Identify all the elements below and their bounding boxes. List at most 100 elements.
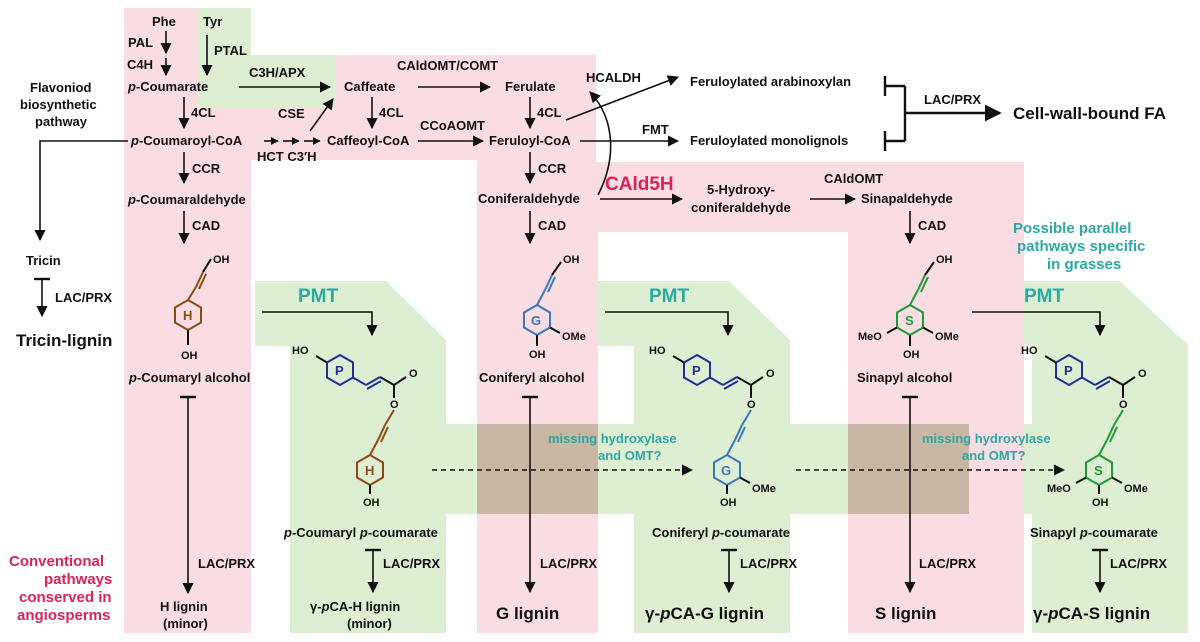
- label-sinapyl-alcohol: Sinapyl alcohol: [857, 370, 952, 385]
- atom-oh-1: OH: [213, 254, 230, 266]
- label-pmt-1: PMT: [298, 286, 339, 307]
- pink-region: [124, 8, 1024, 633]
- ring-p-3: P: [1064, 363, 1073, 378]
- lignin-products: LAC/PRX H lignin (minor) LAC/PRX γ-pCA-H…: [160, 395, 1167, 631]
- label-hct-c3h: HCT C3′H: [257, 149, 316, 164]
- label-ptal: PTAL: [214, 43, 247, 58]
- ring-h: H: [183, 308, 192, 323]
- atom-ho-3: HO: [1021, 345, 1038, 357]
- label-4cl-2: 4CL: [379, 105, 404, 120]
- label-conventional-1: Conventional: [9, 553, 104, 570]
- structure-coniferyl-p-coumarate: [672, 353, 764, 494]
- label-conventional-4: angiosperms: [17, 607, 110, 624]
- label-gpca-s-lignin: γ-pCA-S lignin: [1033, 604, 1150, 623]
- label-coniferaldehyde-2: coniferaldehyde: [691, 200, 791, 215]
- label-h-minor: (minor): [163, 616, 208, 631]
- label-feruloylated-arabinoxylan: Feruloylated arabinoxylan: [690, 74, 851, 89]
- label-p-coumaryl-alcohol: p-Coumaryl alcohol: [128, 370, 250, 385]
- label-lac-prx-pcag: LAC/PRX: [740, 556, 797, 571]
- label-pmt-2: PMT: [649, 286, 690, 307]
- label-ccr-2: CCR: [538, 161, 567, 176]
- ring-h-2: H: [365, 463, 374, 478]
- label-coniferyl-alcohol: Coniferyl alcohol: [479, 370, 584, 385]
- atom-oh-7: OH: [363, 497, 380, 509]
- label-sinapyl-p-coumarate: Sinapyl p-coumarate: [1030, 525, 1158, 540]
- label-flavonoid-3: pathway: [35, 114, 88, 129]
- structure-p-coumaryl-p-coumarate: [315, 353, 407, 494]
- label-5-hydroxy: 5-Hydroxy-: [707, 182, 775, 197]
- label-hcaldh: HCALDH: [586, 70, 641, 85]
- label-caffeate: Caffeate: [344, 79, 395, 94]
- atom-ome-1: OMe: [562, 331, 586, 343]
- label-h-lignin: H lignin: [160, 599, 208, 614]
- atom-o-6: O: [1119, 399, 1128, 411]
- label-p-coumaraldehyde: p-Coumaraldehyde: [127, 192, 246, 207]
- label-missing-1-b: and OMT?: [598, 448, 662, 463]
- label-parallel-3: in grasses: [1047, 256, 1121, 273]
- ring-g: G: [531, 313, 541, 328]
- atom-ome-3: OMe: [752, 483, 776, 495]
- missing-steps: missing hydroxylase and OMT? missing hyd…: [432, 220, 1145, 476]
- ring-p-2: P: [692, 363, 701, 378]
- pmt-arrows: PMT PMT PMT: [262, 286, 1106, 337]
- label-feruloylated-monolignols: Feruloylated monolignols: [690, 133, 848, 148]
- label-gpca-g-lignin: γ-pCA-G lignin: [645, 604, 764, 623]
- overlap-g: [477, 424, 598, 514]
- atom-meo-2: MeO: [1047, 483, 1071, 495]
- label-cse: CSE: [278, 106, 305, 121]
- atom-ho-1: HO: [292, 345, 309, 357]
- atom-oh-3: OH: [563, 254, 580, 266]
- atom-oh-2: OH: [181, 350, 198, 362]
- label-ferulate: Ferulate: [505, 79, 556, 94]
- structure-sinapyl-alcohol: [886, 261, 935, 346]
- label-flavonoid-1: Flavoniod: [30, 80, 91, 95]
- ring-s: S: [905, 313, 914, 328]
- label-sinapaldehyde: Sinapaldehyde: [861, 191, 953, 206]
- label-pal: PAL: [128, 35, 153, 50]
- label-4cl-1: 4CL: [191, 105, 216, 120]
- label-phe: Phe: [152, 14, 176, 29]
- overlap-s: [848, 424, 969, 514]
- label-cad-1: CAD: [192, 218, 220, 233]
- atom-meo-1: MeO: [858, 331, 882, 343]
- atom-oh-9: OH: [1092, 497, 1109, 509]
- label-lac-prx-tricin: LAC/PRX: [55, 290, 112, 305]
- label-caldomt-comt: CAldOMT/COMT: [397, 58, 498, 73]
- tricin-branch: Flavoniod biosynthetic pathway Tricin LA…: [16, 80, 128, 350]
- label-ccr-1: CCR: [192, 161, 221, 176]
- label-caldomt: CAldOMT: [824, 171, 883, 186]
- label-lac-prx-fa: LAC/PRX: [924, 92, 981, 107]
- label-coniferaldehyde: Coniferaldehyde: [478, 191, 580, 206]
- atom-o-3: O: [766, 368, 775, 380]
- structure-sinapyl-p-coumarate: [1044, 353, 1136, 494]
- atom-o-5: O: [1138, 368, 1147, 380]
- label-tyr: Tyr: [203, 14, 222, 29]
- label-missing-2-a: missing hydroxylase: [922, 431, 1051, 446]
- label-caffeoyl-coa: Caffeoyl-CoA: [327, 133, 410, 148]
- label-4cl-3: 4CL: [537, 105, 562, 120]
- label-lac-prx-s: LAC/PRX: [919, 556, 976, 571]
- atom-ome-4: OMe: [1124, 483, 1148, 495]
- label-gpca-h-lignin: γ-pCA-H lignin: [310, 599, 400, 614]
- label-coniferyl-p-coumarate: Coniferyl p-coumarate: [652, 525, 790, 540]
- label-tricin: Tricin: [26, 253, 61, 268]
- atom-ho-2: HO: [649, 345, 666, 357]
- ring-g-2: G: [721, 463, 731, 478]
- label-conventional-3: conserved in: [19, 589, 112, 606]
- ring-p-1: P: [335, 363, 344, 378]
- atom-oh-8: OH: [720, 497, 737, 509]
- atom-ome-2: OMe: [935, 331, 959, 343]
- label-flavonoid-2: biosynthetic: [20, 97, 97, 112]
- conventional-note: Conventional pathways conserved in angio…: [9, 553, 112, 624]
- atom-o-4: O: [747, 399, 756, 411]
- label-g-lignin: G lignin: [496, 604, 559, 623]
- label-missing-2-b: and OMT?: [962, 448, 1026, 463]
- atom-oh-5: OH: [936, 254, 953, 266]
- label-feruloyl-coa: Feruloyl-CoA: [489, 133, 571, 148]
- label-s-lignin: S lignin: [875, 604, 936, 623]
- label-conventional-2: pathways: [44, 571, 112, 588]
- atom-oh-4: OH: [529, 349, 546, 361]
- label-tricin-lignin: Tricin-lignin: [16, 331, 112, 350]
- label-lac-prx-pcah: LAC/PRX: [383, 556, 440, 571]
